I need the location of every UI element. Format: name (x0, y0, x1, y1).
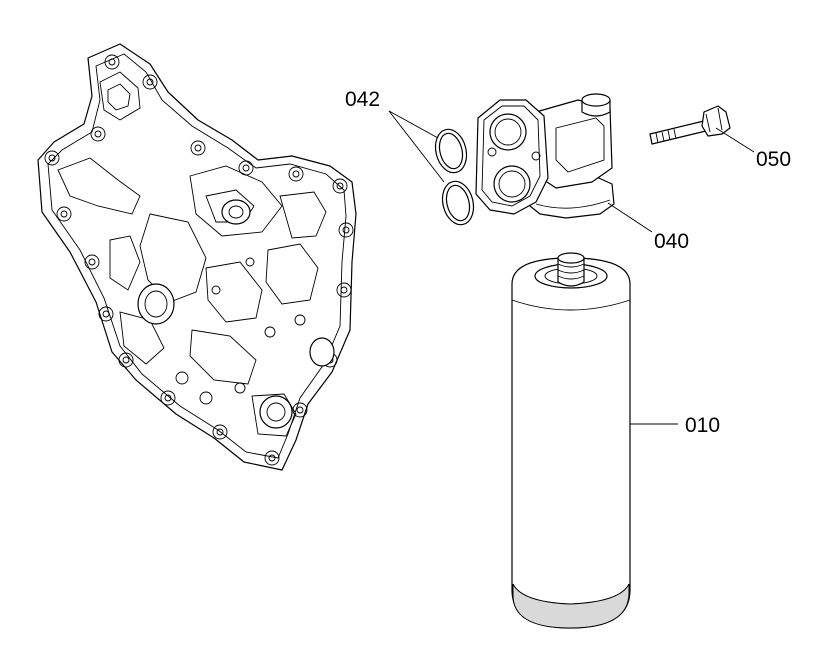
callout-bolt: 050 (756, 148, 791, 171)
bolt (649, 105, 731, 145)
housing-cover-plate (37, 43, 357, 471)
o-rings (434, 128, 475, 226)
callout-oil-filter: 010 (685, 414, 720, 437)
callout-filter-head: 040 (654, 230, 689, 253)
oil-filter-canister (511, 252, 631, 629)
callout-o-rings: 042 (345, 88, 380, 111)
filter-head (475, 93, 615, 219)
leader-lines (388, 110, 755, 425)
